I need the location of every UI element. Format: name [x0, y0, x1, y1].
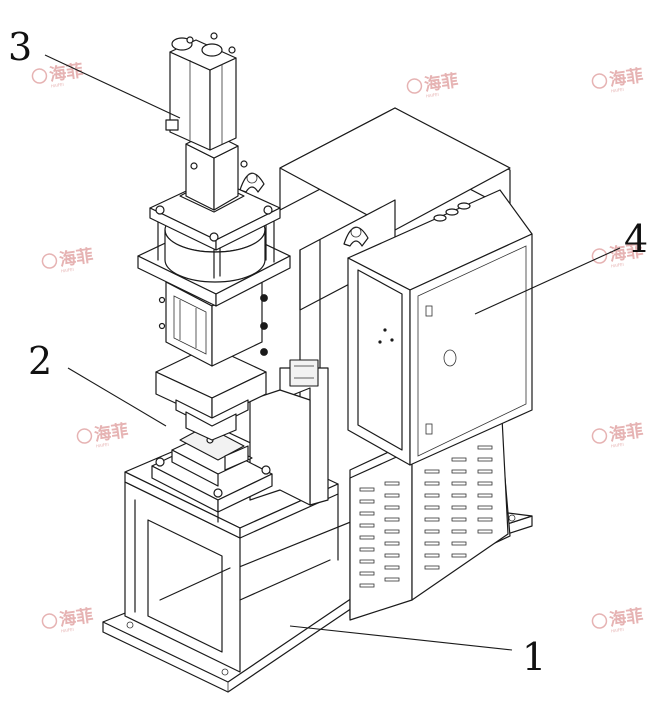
watermark-text: 海菲	[93, 420, 130, 446]
watermark-subtext: HAIFEI	[611, 87, 625, 94]
vented-cabinet	[349, 417, 511, 621]
watermark-text: 海菲	[423, 70, 460, 96]
callout-label-1: 1	[522, 635, 546, 679]
watermark: 海菲 HAIFEI	[406, 70, 460, 99]
watermark: 海菲 HAIFEI	[591, 65, 645, 94]
electrical-box	[347, 189, 533, 466]
callout-label-2: 2	[28, 339, 52, 383]
watermark: 海菲 HAIFEI	[591, 605, 645, 634]
watermark: 海菲 HAIFEI	[591, 240, 645, 269]
watermark-text: 海菲	[58, 605, 95, 631]
callout-label-4: 4	[624, 217, 648, 261]
watermark: 海菲 HAIFEI	[41, 605, 95, 634]
callout-label-3: 3	[8, 25, 32, 69]
watermark-text: 海菲	[48, 60, 85, 86]
callouts: 3 2 4 1	[8, 25, 648, 679]
watermark-subtext: HAIFEI	[51, 82, 65, 89]
watermark-text: 海菲	[608, 420, 645, 446]
watermark-text: 海菲	[608, 65, 645, 91]
leader-lines	[44, 54, 621, 651]
watermark-subtext: HAIFEI	[96, 442, 110, 449]
press-head	[137, 177, 291, 441]
watermark-subtext: HAIFEI	[611, 442, 625, 449]
watermark-subtext: HAIFEI	[61, 267, 75, 274]
vent-slots-right	[424, 445, 493, 570]
watermark-subtext: HAIFEI	[611, 262, 625, 269]
watermark: 海菲 HAIFEI	[591, 420, 645, 449]
watermark-subtext: HAIFEI	[61, 627, 75, 634]
watermark-text: 海菲	[58, 245, 95, 271]
leader-1	[289, 625, 513, 651]
leader-3	[44, 54, 181, 119]
leader-4	[474, 247, 621, 315]
watermark-text: 海菲	[608, 240, 645, 266]
watermark-subtext: HAIFEI	[611, 627, 625, 634]
air-cylinder	[165, 32, 248, 213]
vent-slots-left	[359, 481, 400, 588]
leader-2	[67, 367, 167, 427]
watermark: 海菲 HAIFEI	[76, 420, 130, 449]
watermark: 海菲 HAIFEI	[41, 245, 95, 274]
watermark: 海菲 HAIFEI	[31, 60, 85, 89]
watermark-subtext: HAIFEI	[426, 92, 440, 99]
die-fixture	[151, 425, 273, 523]
watermark-text: 海菲	[608, 605, 645, 631]
